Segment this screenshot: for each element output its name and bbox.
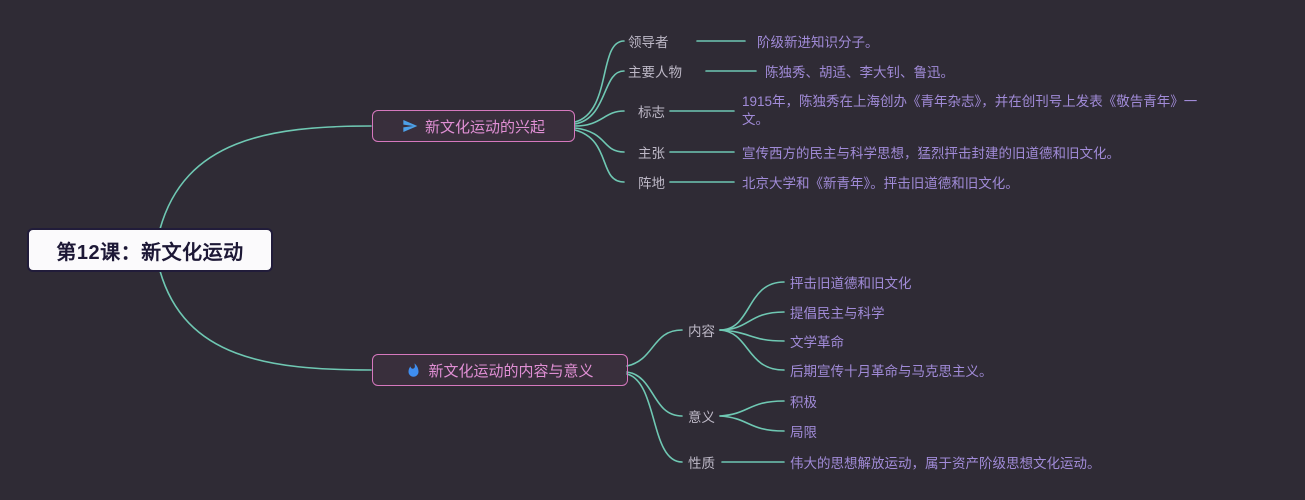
label-leader[interactable]: 领导者 (628, 35, 669, 50)
content-item-3[interactable]: 文学革命 (790, 335, 844, 350)
root-topic-label: 第12课：新文化运动 (56, 241, 244, 264)
label-advocacy[interactable]: 主张 (638, 146, 665, 161)
label-symbol[interactable]: 标志 (638, 105, 665, 120)
value-symbol[interactable]: 1915年，陈独秀在上海创办《青年杂志》，并在创刊号上发表《敬告青年》一文。 (742, 94, 1198, 127)
value-key-figures[interactable]: 陈独秀、胡适、李大钊、鲁迅。 (765, 65, 954, 80)
paper-plane-icon (402, 118, 418, 134)
value-base[interactable]: 北京大学和《新青年》。抨击旧道德和旧文化。 (742, 176, 1019, 191)
content-item-1[interactable]: 抨击旧道德和旧文化 (790, 276, 912, 291)
root-topic[interactable]: 第12课：新文化运动 (27, 228, 273, 272)
topic-content-meaning[interactable]: 新文化运动的内容与意义 (372, 354, 628, 386)
topic-content-meaning-label: 新文化运动的内容与意义 (428, 362, 594, 380)
value-leader[interactable]: 阶级新进知识分子。 (757, 35, 879, 50)
significance-item-positive[interactable]: 积极 (790, 395, 817, 410)
label-base[interactable]: 阵地 (638, 176, 665, 191)
value-nature[interactable]: 伟大的思想解放运动，属于资产阶级思想文化运动。 (790, 456, 1101, 471)
content-item-2[interactable]: 提倡民主与科学 (790, 306, 885, 321)
content-item-4[interactable]: 后期宣传十月革命与马克思主义。 (790, 364, 993, 379)
significance-item-limitation[interactable]: 局限 (790, 425, 817, 440)
topic-rise-label: 新文化运动的兴起 (424, 118, 545, 136)
label-content[interactable]: 内容 (688, 324, 715, 339)
value-advocacy[interactable]: 宣传西方的民主与科学思想，猛烈抨击封建的旧道德和旧文化。 (742, 146, 1120, 161)
label-key-figures[interactable]: 主要人物 (628, 65, 682, 80)
label-nature[interactable]: 性质 (688, 456, 715, 471)
topic-rise[interactable]: 新文化运动的兴起 (372, 110, 575, 142)
flame-icon (406, 362, 421, 378)
label-significance[interactable]: 意义 (688, 410, 715, 425)
